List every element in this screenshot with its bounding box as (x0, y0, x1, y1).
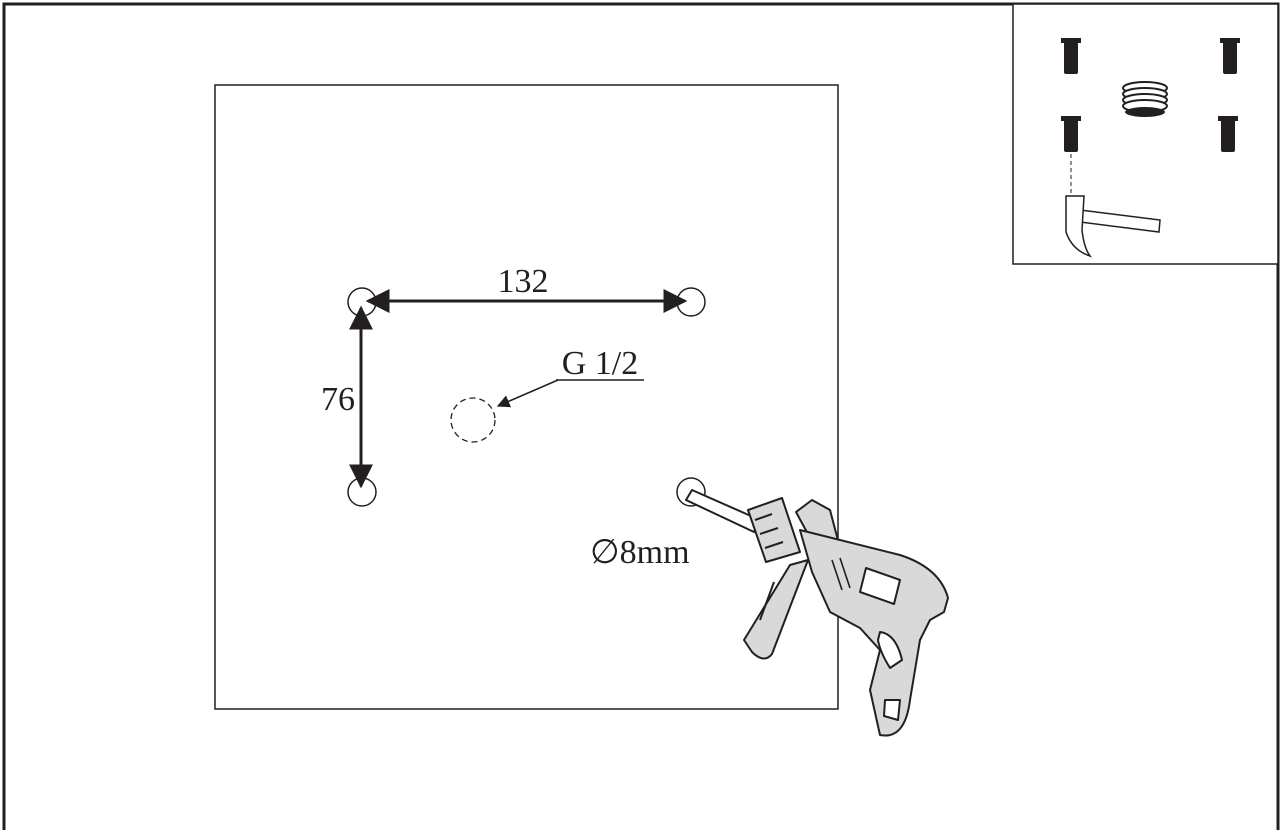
mounting-surface (214, 84, 839, 710)
drill-diameter-label: ∅8mm (590, 534, 690, 571)
inset-panel (1012, 3, 1279, 265)
wall-anchor-icon (1220, 38, 1240, 74)
width-dimension-label: 132 (498, 263, 549, 300)
thread-leader-line (496, 379, 559, 408)
water-inlet-position (450, 397, 496, 443)
wall-anchor-icon (1061, 116, 1081, 152)
wall-anchor-icon (1218, 116, 1238, 152)
hammer-icon (1065, 195, 1161, 258)
thread-size-label: G 1/2 (562, 345, 639, 382)
power-drill-icon (685, 489, 949, 737)
wall-anchor-icon (1061, 38, 1081, 74)
threaded-insert-icon (1122, 81, 1168, 117)
height-dimension-label: 76 (321, 381, 355, 418)
